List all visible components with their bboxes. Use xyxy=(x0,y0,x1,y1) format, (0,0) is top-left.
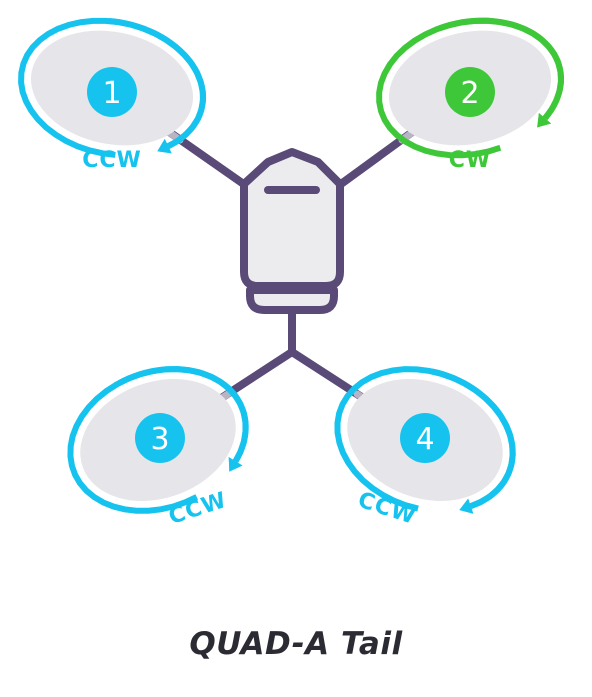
rotation-ring-4 xyxy=(334,366,516,514)
motor-hub-4: 4 xyxy=(400,413,450,463)
rotation-ring-2 xyxy=(376,17,565,159)
rotation-arrow-icon xyxy=(228,457,243,472)
rotation-arc-1-2 xyxy=(18,17,206,158)
motor-hub-2: 2 xyxy=(445,67,495,117)
rotation-ring-3 xyxy=(67,366,249,514)
rotation-arc-3-2 xyxy=(67,366,249,514)
motor-hub-1: 1 xyxy=(87,67,137,117)
motor-number-4: 4 xyxy=(415,422,434,457)
body-tail-block xyxy=(246,286,338,314)
motor-circle-3 xyxy=(135,413,185,463)
rotation-arrow-icon xyxy=(459,498,474,514)
rotation-arrow-icon xyxy=(537,113,552,128)
motor-circle-4 xyxy=(400,413,450,463)
motor-hub-3: 3 xyxy=(135,413,185,463)
body-shell xyxy=(240,148,344,290)
rotation-arc-2-2 xyxy=(376,17,565,159)
motor-hubs: 1 2 3 4 xyxy=(87,67,495,463)
direction-label-1: CCW xyxy=(82,148,142,173)
rotation-ring-1 xyxy=(18,17,207,158)
direction-label-2: CW xyxy=(449,148,491,173)
motor-number-1: 1 xyxy=(102,76,121,111)
motor-circle-2 xyxy=(445,67,495,117)
frame-body xyxy=(240,148,344,314)
diagram-title: QUAD-A Tail xyxy=(189,626,403,662)
rotation-arrow-icon xyxy=(157,138,172,154)
motor-number-2: 2 xyxy=(460,76,479,111)
motor-number-3: 3 xyxy=(150,422,169,457)
motor-circle-1 xyxy=(87,67,137,117)
rotation-arc-4-2 xyxy=(334,366,516,512)
